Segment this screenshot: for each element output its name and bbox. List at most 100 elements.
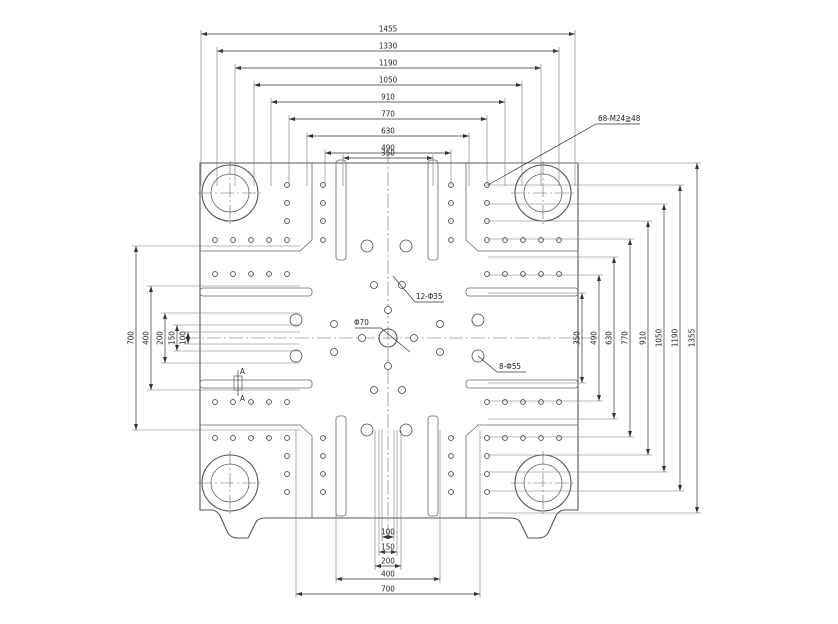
right-dimension: 350 — [488, 292, 586, 384]
bottom-dimension: 150 — [378, 430, 398, 556]
right-dimension-label: 1190 — [671, 328, 680, 347]
tapped-hole-pattern — [212, 182, 562, 495]
bottom-dimension-label: 100 — [381, 528, 395, 537]
right-dimension-label: 1355 — [688, 329, 697, 347]
right-dimension-label: 490 — [590, 331, 599, 345]
tapped-hole — [284, 237, 290, 243]
top-dimension: 770 — [288, 110, 488, 186]
bottom-dimension: 400 — [335, 430, 441, 583]
tapped-hole — [284, 453, 290, 459]
tapped-hole — [538, 271, 544, 277]
top-dimension: 1455 — [200, 25, 576, 186]
right-dimension: 490 — [488, 274, 603, 402]
top-dimension-label: 770 — [381, 110, 395, 119]
tie-bar-bottom-right — [511, 451, 575, 515]
tapped-hole — [266, 435, 272, 441]
top-dimension: 910 — [270, 93, 506, 186]
callout-center-bore: Φ70 — [354, 318, 411, 353]
left-dimension: 400 — [142, 285, 300, 391]
tapped-hole — [538, 435, 544, 441]
tapped-hole — [484, 399, 490, 405]
section-label-bottom: A — [240, 394, 245, 403]
tapped-hole — [212, 237, 218, 243]
tapped-hole — [284, 200, 290, 206]
tapped-hole — [230, 237, 236, 243]
tapped-hole — [448, 218, 454, 224]
bottom-dimension: 100 — [381, 430, 395, 541]
tapped-hole — [230, 271, 236, 277]
right-dimension: 910 — [488, 220, 652, 456]
left-dimension-label: 150 — [168, 331, 177, 345]
tapped-hole — [538, 399, 544, 405]
top-dimension-label: 630 — [381, 127, 395, 136]
tapped-hole — [502, 271, 508, 277]
bottom-dimension: 200 — [374, 430, 402, 570]
left-dimension: 100 — [179, 331, 300, 345]
callout-large-holes-text: 8-Φ55 — [499, 362, 521, 371]
tapped-hole — [320, 200, 326, 206]
bottom-dimension-label: 400 — [381, 570, 395, 579]
tapped-hole — [284, 182, 290, 188]
tapped-hole — [556, 237, 562, 243]
left-dimension-label: 100 — [179, 331, 188, 345]
tapped-hole — [266, 399, 272, 405]
tapped-hole — [320, 218, 326, 224]
tapped-hole — [230, 435, 236, 441]
tapped-hole — [538, 237, 544, 243]
callout-tapped-holes: 68-M24≧48 — [487, 114, 641, 186]
left-dimension-label: 400 — [142, 331, 151, 345]
tie-bar-top-left — [198, 161, 262, 225]
tapped-hole — [320, 471, 326, 477]
tapped-hole — [230, 399, 236, 405]
tapped-hole — [448, 200, 454, 206]
quadrant-borders — [200, 163, 578, 518]
right-dimension: 770 — [488, 238, 634, 438]
left-dimension-label: 200 — [156, 331, 165, 345]
tapped-hole — [448, 237, 454, 243]
left-dimension: 700 — [127, 245, 300, 431]
top-dimension: 1050 — [253, 76, 523, 186]
platen-outline — [199, 162, 579, 539]
tapped-hole — [484, 471, 490, 477]
tapped-hole — [284, 471, 290, 477]
top-dimension-label: 490 — [381, 144, 395, 153]
tapped-hole — [266, 271, 272, 277]
tie-bar-bottom-left — [198, 451, 262, 515]
tapped-hole — [520, 435, 526, 441]
right-dimension: 630 — [488, 256, 618, 420]
callout-small-holes: 12-Φ35 — [392, 275, 444, 303]
top-dimension: 630 — [306, 127, 470, 186]
tapped-hole — [520, 399, 526, 405]
tapped-hole — [484, 489, 490, 495]
right-dimension-stack: 350 490 630 770 910 1050 1190 1355 — [488, 162, 701, 514]
top-dimension: 1190 — [234, 59, 542, 186]
right-dimension-label: 630 — [605, 331, 614, 345]
right-dimension: 1050 — [488, 203, 668, 473]
tapped-hole — [320, 489, 326, 495]
right-dimension-label: 910 — [639, 331, 648, 345]
tapped-hole — [320, 182, 326, 188]
tapped-hole — [448, 453, 454, 459]
tapped-hole — [266, 237, 272, 243]
left-dimension: 200 — [156, 312, 300, 364]
tapped-hole — [284, 399, 290, 405]
tapped-hole — [448, 435, 454, 441]
bottom-dimension-label: 200 — [381, 557, 395, 566]
tapped-hole — [484, 435, 490, 441]
right-dimension-label: 1050 — [655, 328, 664, 347]
tapped-hole — [248, 399, 254, 405]
callout-tapped-holes-text: 68-M24≧48 — [598, 114, 641, 123]
callout-large-holes: 8-Φ55 — [477, 355, 526, 373]
tapped-hole — [502, 237, 508, 243]
tapped-hole — [284, 489, 290, 495]
left-dimension: 150 — [168, 324, 300, 352]
tapped-hole — [320, 435, 326, 441]
tapped-hole — [556, 399, 562, 405]
right-dimension-label: 770 — [621, 331, 630, 345]
tapped-hole — [448, 471, 454, 477]
top-dimension: 350 — [342, 149, 434, 186]
